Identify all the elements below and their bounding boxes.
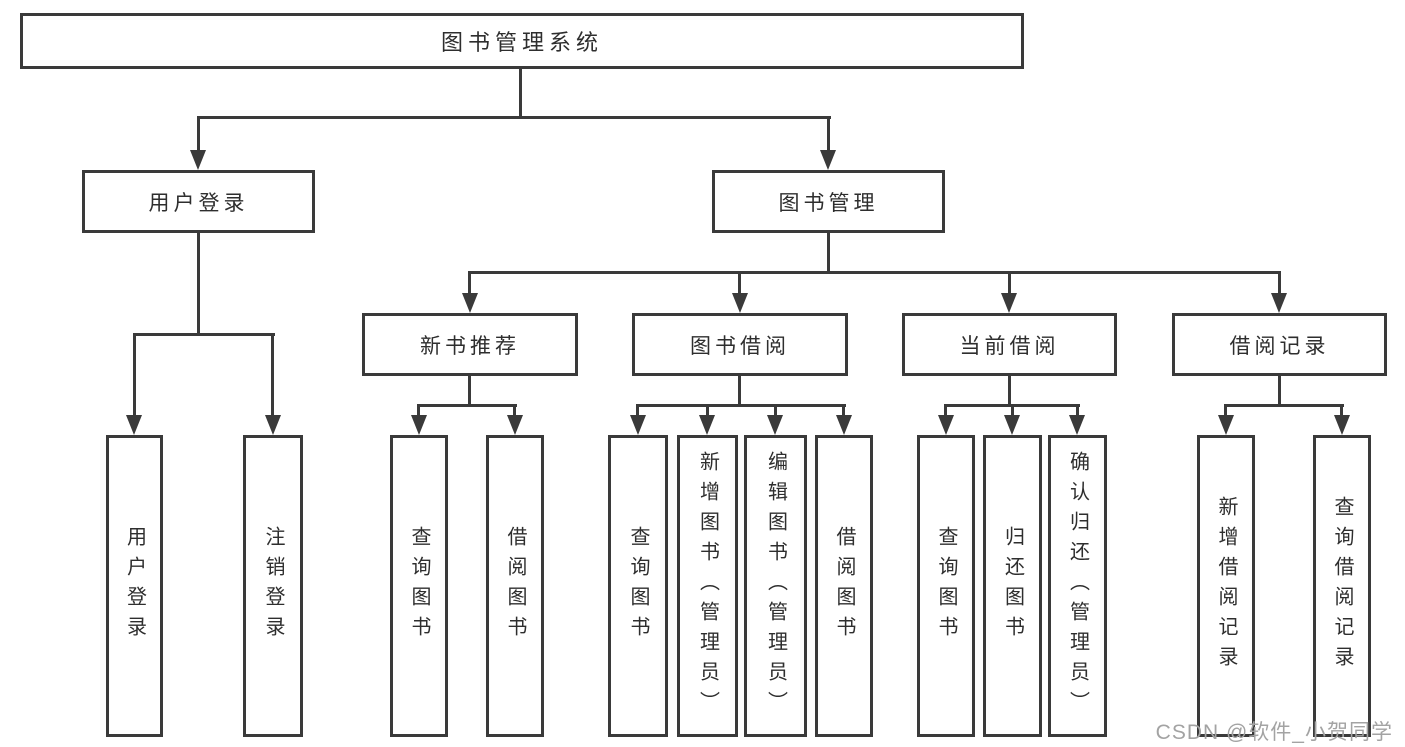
leaf-edit-book: 编辑图书（管理员） xyxy=(744,435,807,737)
connector-book-mgmt-stem xyxy=(827,233,830,274)
node-root: 图书管理系统 xyxy=(20,13,1024,69)
arrowhead-leaf-borrow-book-1 xyxy=(507,415,523,435)
node-book-borrow: 图书借阅 xyxy=(632,313,848,376)
connector-to-leaf-return-book xyxy=(1011,404,1014,418)
connector-to-leaf-borrow-book-1 xyxy=(513,404,516,418)
arrowhead-leaf-query-book-2 xyxy=(630,415,646,435)
connector-to-leaf-confirm-return xyxy=(1076,404,1079,418)
arrowhead-leaf-add-borrow-record xyxy=(1218,415,1234,435)
connector-new-book-rec-spread xyxy=(417,404,517,407)
connector-book-borrow-spread xyxy=(636,404,846,407)
arrowhead-current-borrow xyxy=(1001,293,1017,313)
arrowhead-leaf-user-login xyxy=(126,415,142,435)
leaf-query-borrow-record: 查询借阅记录 xyxy=(1313,435,1371,737)
connector-user-login-spread xyxy=(133,333,275,336)
leaf-borrow-book-2: 借阅图书 xyxy=(815,435,873,737)
arrowhead-leaf-query-borrow-record xyxy=(1334,415,1350,435)
connector-user-login-stem xyxy=(197,233,200,336)
connector-root-spread xyxy=(197,116,831,119)
connector-to-borrow-record xyxy=(1278,271,1281,295)
connector-book-mgmt-spread xyxy=(468,271,1280,274)
node-current-borrow: 当前借阅 xyxy=(902,313,1117,376)
arrowhead-new-book-rec xyxy=(462,293,478,313)
leaf-query-book-1: 查询图书 xyxy=(390,435,448,737)
node-new-book-rec: 新书推荐 xyxy=(362,313,578,376)
connector-new-book-rec-stem xyxy=(468,376,471,407)
connector-to-leaf-query-borrow-record xyxy=(1340,404,1343,418)
arrowhead-leaf-borrow-book-2 xyxy=(836,415,852,435)
arrowhead-leaf-edit-book xyxy=(767,415,783,435)
arrowhead-leaf-query-book-3 xyxy=(938,415,954,435)
connector-to-current-borrow xyxy=(1008,271,1011,295)
connector-root-stem xyxy=(519,69,522,119)
connector-borrow-record-stem xyxy=(1278,376,1281,407)
connector-to-leaf-add-book xyxy=(706,404,709,418)
arrowhead-user-login xyxy=(190,150,206,170)
arrowhead-book-mgmt xyxy=(820,150,836,170)
arrowhead-leaf-add-book xyxy=(699,415,715,435)
node-user-login: 用户登录 xyxy=(82,170,315,233)
connector-to-leaf-user-login xyxy=(133,333,136,417)
node-borrow-record: 借阅记录 xyxy=(1172,313,1387,376)
leaf-query-book-2: 查询图书 xyxy=(608,435,668,737)
leaf-add-book: 新增图书（管理员） xyxy=(677,435,738,737)
leaf-query-book-3: 查询图书 xyxy=(917,435,975,737)
leaf-return-book: 归还图书 xyxy=(983,435,1042,737)
arrowhead-leaf-return-book xyxy=(1004,415,1020,435)
node-book-mgmt: 图书管理 xyxy=(712,170,945,233)
arrowhead-borrow-record xyxy=(1271,293,1287,313)
csdn-watermark: CSDN @软件_小贺同学 xyxy=(1155,721,1393,744)
connector-to-leaf-logout xyxy=(271,333,274,417)
connector-borrow-record-spread xyxy=(1224,404,1344,407)
arrowhead-leaf-confirm-return xyxy=(1069,415,1085,435)
connector-to-new-book-rec xyxy=(468,271,471,295)
connector-to-leaf-borrow-book-2 xyxy=(842,404,845,418)
arrowhead-leaf-query-book-1 xyxy=(411,415,427,435)
connector-current-borrow-stem xyxy=(1008,376,1011,407)
leaf-borrow-book-1: 借阅图书 xyxy=(486,435,544,737)
connector-to-leaf-query-book-3 xyxy=(944,404,947,418)
leaf-confirm-return: 确认归还（管理员） xyxy=(1048,435,1107,737)
connector-to-leaf-add-borrow-record xyxy=(1224,404,1227,418)
connector-book-borrow-stem xyxy=(738,376,741,407)
connector-root-to-user-login xyxy=(197,116,200,153)
connector-to-book-borrow xyxy=(738,271,741,295)
connector-to-leaf-query-book-2 xyxy=(636,404,639,418)
arrowhead-leaf-logout xyxy=(265,415,281,435)
leaf-user-login: 用户登录 xyxy=(106,435,163,737)
leaf-logout: 注销登录 xyxy=(243,435,303,737)
arrowhead-book-borrow xyxy=(732,293,748,313)
connector-to-leaf-edit-book xyxy=(774,404,777,418)
leaf-add-borrow-record: 新增借阅记录 xyxy=(1197,435,1255,737)
connector-root-to-book-mgmt xyxy=(827,116,830,153)
connector-to-leaf-query-book-1 xyxy=(417,404,420,418)
